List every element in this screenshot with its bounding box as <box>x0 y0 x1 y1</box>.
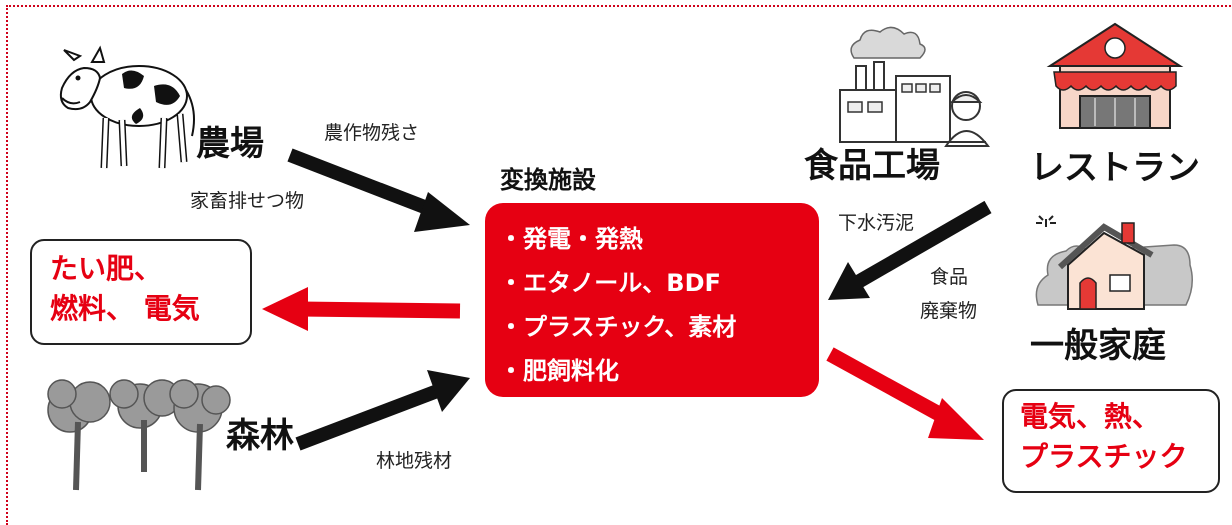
facility-item: ・エタノール、BDF <box>499 269 721 297</box>
arrow-facility-to-left-output <box>262 287 461 331</box>
output-line: 電気、熱、 <box>1020 400 1161 433</box>
dotted-border <box>6 5 1232 525</box>
household-label: 一般家庭 <box>1030 326 1166 366</box>
arrow-farm-to-facility <box>287 148 470 232</box>
right-output-box: 電気、熱、 プラスチック <box>1002 389 1220 493</box>
cow-icon <box>59 45 195 169</box>
food-waste-label-1: 食品 <box>930 266 969 288</box>
output-line: プラスチック <box>1020 440 1188 473</box>
arrow-forest-to-facility <box>295 370 470 451</box>
factory-icon <box>839 26 990 147</box>
conversion-facility-box: ・発電・発熱 ・エタノール、BDF ・プラスチック、素材 ・肥飼料化 <box>485 203 819 397</box>
forest-residue-label: 林地残材 <box>376 450 453 472</box>
sewage-sludge-label: 下水汚泥 <box>838 212 915 234</box>
forest-label: 森林 <box>226 416 294 456</box>
output-line: たい肥、 <box>50 252 163 285</box>
livestock-waste-label: 家畜排せつ物 <box>190 190 305 212</box>
restaurant-icon <box>1046 22 1184 129</box>
facility-item: ・肥飼料化 <box>499 357 619 385</box>
farm-label: 農場 <box>196 124 264 164</box>
arrow-sources-to-facility <box>828 200 992 300</box>
house-icon <box>1035 215 1193 310</box>
trees-icon <box>47 379 231 491</box>
facility-item: ・プラスチック、素材 <box>499 313 737 341</box>
restaurant-label: レストラン <box>1030 148 1200 188</box>
crop-residue-label: 農作物残さ <box>324 122 420 144</box>
output-line: 燃料、 電気 <box>50 292 200 325</box>
arrow-facility-to-right-output <box>826 347 984 440</box>
food-factory-label: 食品工場 <box>804 146 940 186</box>
food-waste-label-2: 廃棄物 <box>920 300 978 322</box>
left-output-box: たい肥、 燃料、 電気 <box>30 239 252 345</box>
facility-title: 変換施設 <box>500 166 596 194</box>
facility-item: ・発電・発熱 <box>499 225 643 253</box>
